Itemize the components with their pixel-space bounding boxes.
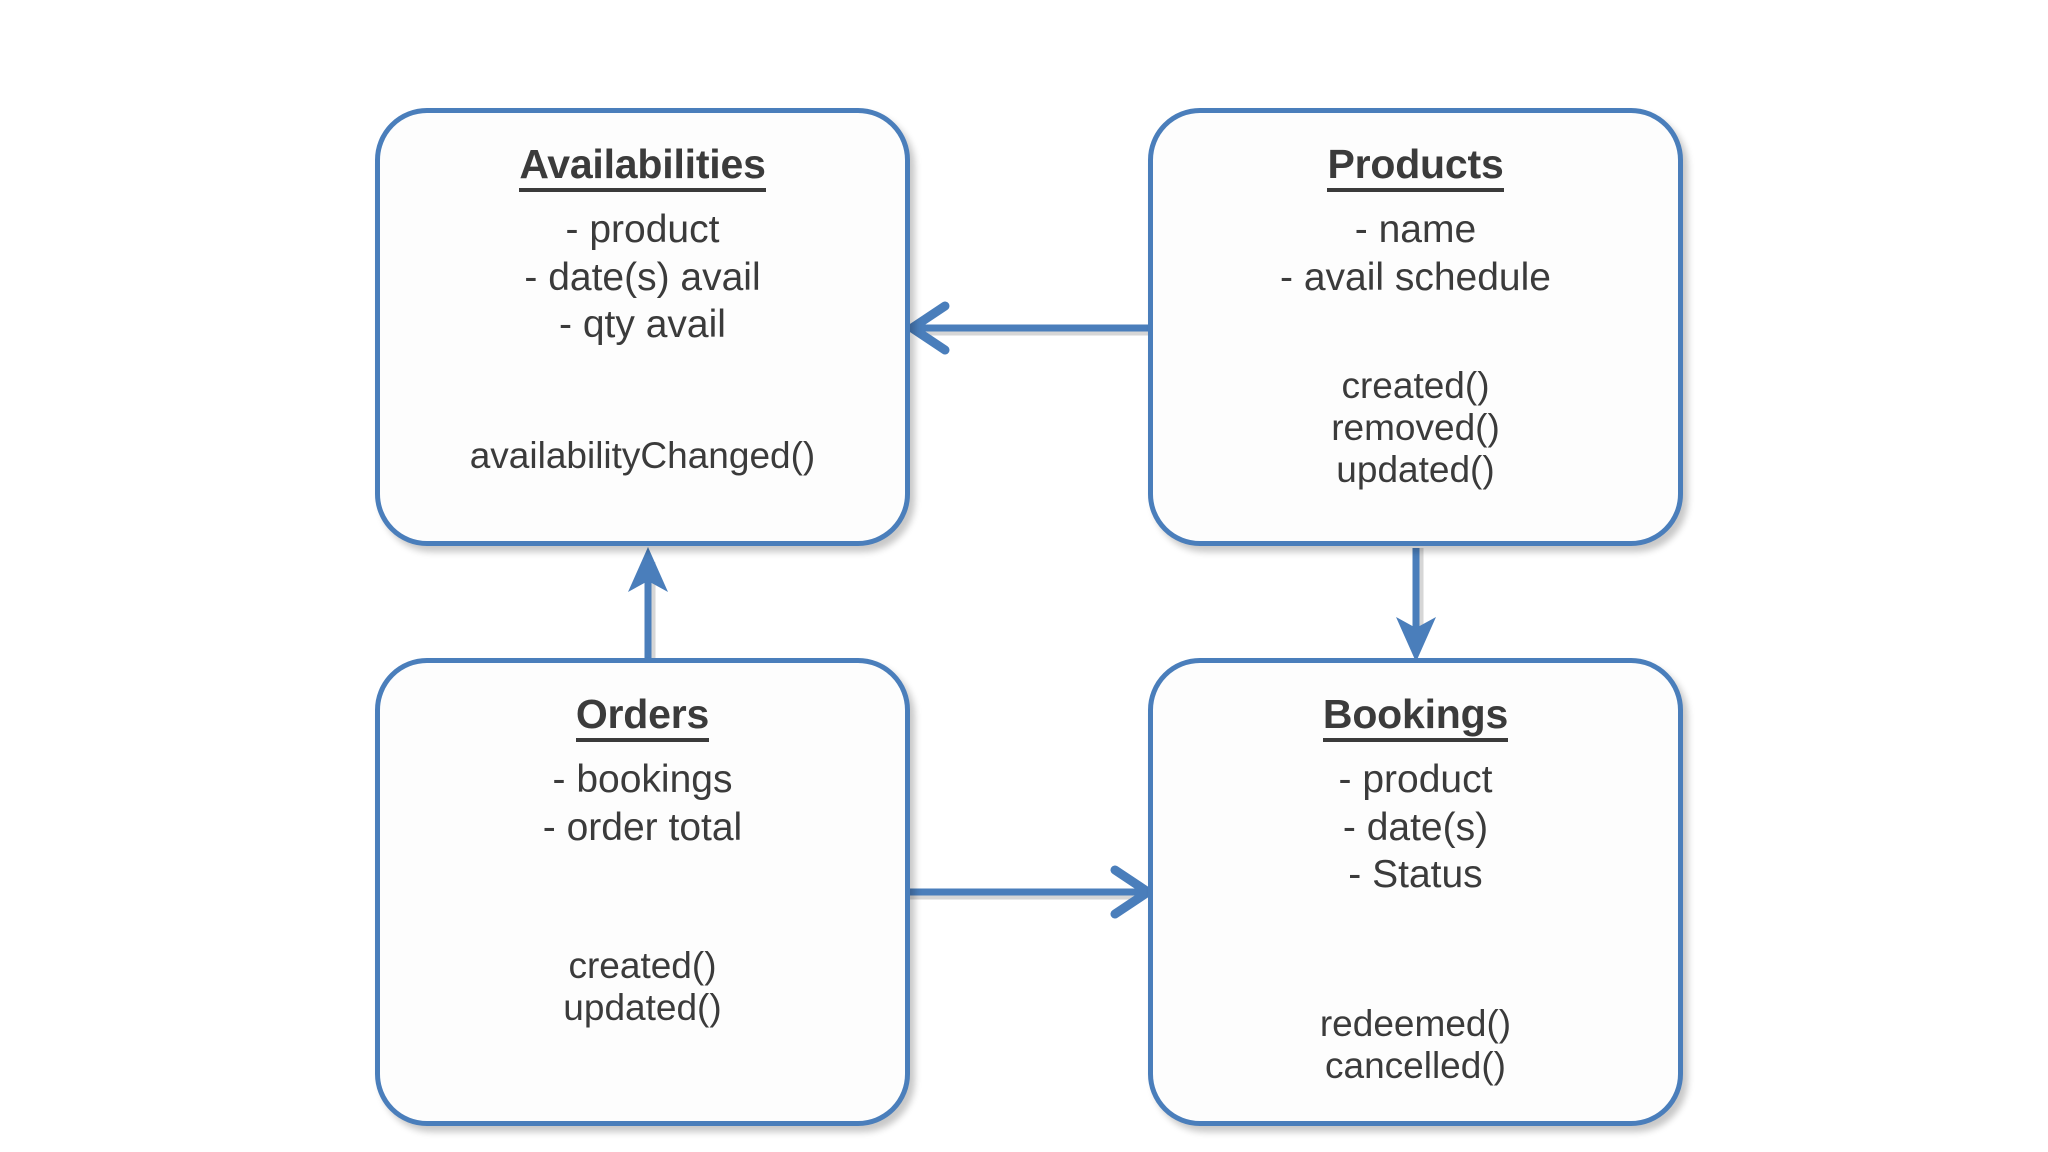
attribute-item: - qty avail bbox=[559, 303, 726, 347]
attribute-list: - name - avail schedule bbox=[1153, 206, 1678, 301]
attribute-item: - product bbox=[565, 208, 720, 252]
attribute-item: - name bbox=[1354, 208, 1477, 252]
attribute-item: - order total bbox=[542, 805, 743, 849]
class-node-availabilities[interactable]: Availabilities - product - date(s) avail… bbox=[375, 108, 910, 546]
attribute-list: - product - date(s) avail - qty avail bbox=[380, 206, 905, 349]
class-title: Orders bbox=[575, 692, 709, 743]
method-item: removed() bbox=[1331, 406, 1500, 448]
method-list: availabilityChanged() bbox=[380, 435, 905, 477]
method-item: created() bbox=[568, 945, 717, 986]
node-body: Availabilities - product - date(s) avail… bbox=[380, 113, 905, 349]
method-item: updated() bbox=[1336, 448, 1495, 490]
attribute-list: - product - date(s) - Status bbox=[1153, 756, 1678, 899]
method-item: updated() bbox=[563, 986, 722, 1028]
method-item: cancelled() bbox=[1325, 1044, 1506, 1086]
class-title: Bookings bbox=[1322, 692, 1508, 743]
edge-products-to-bookings bbox=[1396, 548, 1436, 662]
class-node-products[interactable]: Products - name - avail schedule created… bbox=[1148, 108, 1683, 546]
edge-products-to-availabilities bbox=[907, 301, 1148, 355]
attribute-item: - date(s) bbox=[1342, 805, 1489, 849]
attribute-item: - product bbox=[1338, 758, 1493, 802]
attribute-item: - avail schedule bbox=[1280, 255, 1551, 299]
node-body: Products - name - avail schedule bbox=[1153, 113, 1678, 301]
method-list: created() removed() updated() bbox=[1153, 365, 1678, 490]
class-title: Availabilities bbox=[519, 142, 766, 193]
attribute-item: - bookings bbox=[552, 758, 733, 802]
method-item: redeemed() bbox=[1319, 1003, 1512, 1044]
method-item: created() bbox=[1341, 365, 1490, 406]
node-body: Orders - bookings - order total bbox=[380, 663, 905, 851]
edge-orders-to-bookings bbox=[906, 865, 1153, 919]
attribute-item: - date(s) avail bbox=[524, 255, 761, 299]
edge-orders-to-availabilities bbox=[628, 547, 668, 660]
class-node-bookings[interactable]: Bookings - product - date(s) - Status re… bbox=[1148, 658, 1683, 1126]
attribute-item: - Status bbox=[1348, 853, 1483, 897]
method-list: created() updated() bbox=[380, 945, 905, 1029]
class-title: Products bbox=[1327, 142, 1504, 193]
class-node-orders[interactable]: Orders - bookings - order total created(… bbox=[375, 658, 910, 1126]
node-body: Bookings - product - date(s) - Status bbox=[1153, 663, 1678, 899]
method-list: redeemed() cancelled() bbox=[1153, 1003, 1678, 1087]
method-item: availabilityChanged() bbox=[469, 435, 816, 476]
attribute-list: - bookings - order total bbox=[380, 756, 905, 851]
